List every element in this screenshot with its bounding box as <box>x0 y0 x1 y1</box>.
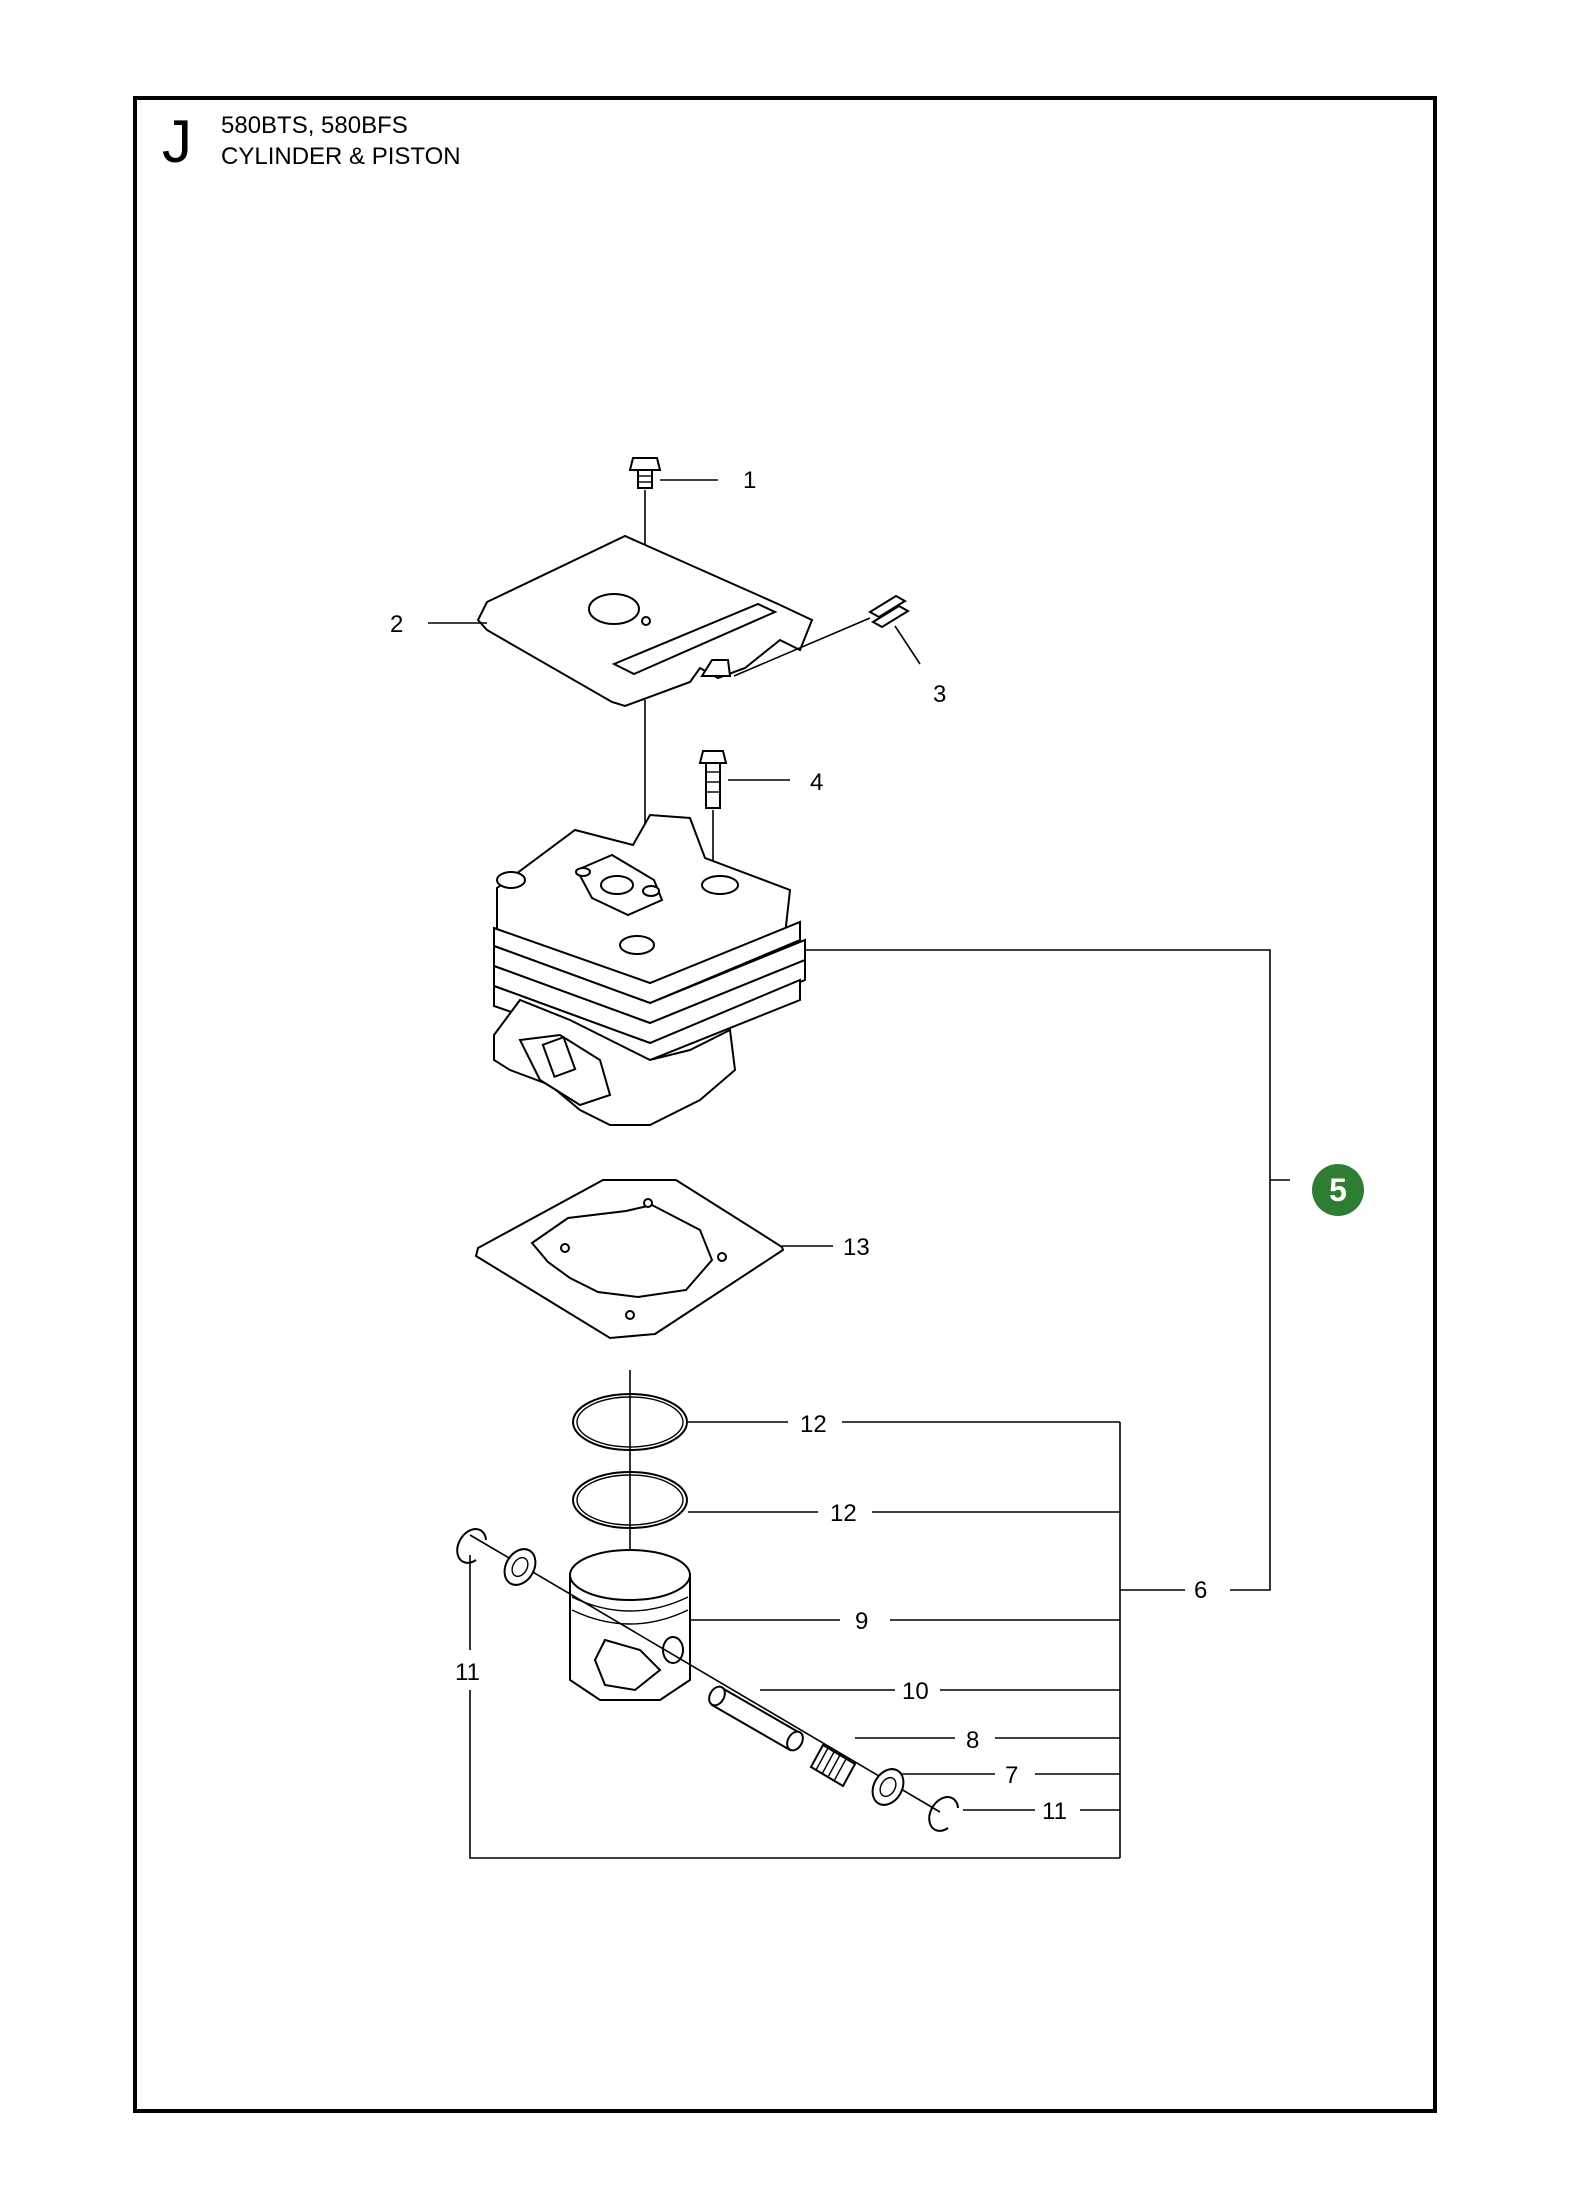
callout-10: 10 <box>902 1678 929 1705</box>
part-3-clip[interactable] <box>868 594 910 629</box>
leader-5-bottom <box>1230 1180 1271 1591</box>
callout-3: 3 <box>933 681 946 708</box>
page-title: CYLINDER & PISTON <box>221 143 461 170</box>
cylinder-assembly[interactable] <box>493 813 806 1126</box>
part-1-screw[interactable] <box>628 457 662 489</box>
callout-9: 9 <box>855 1608 868 1635</box>
part-7-washer-left[interactable] <box>498 1544 541 1591</box>
callout-7: 7 <box>1005 1762 1018 1789</box>
callout-5-badge: 5 <box>1312 1164 1364 1216</box>
leader-3-axis <box>733 617 871 677</box>
pin-axis <box>469 1534 941 1813</box>
callout-1: 1 <box>743 467 756 494</box>
part-2-heat-shield[interactable] <box>476 534 814 708</box>
callout-2: 2 <box>390 611 403 638</box>
leader-5-top <box>805 949 1290 1181</box>
callout-8: 8 <box>966 1727 979 1754</box>
leader-11a-lower <box>469 1690 1120 1859</box>
page-frame <box>133 96 1437 2113</box>
part-12-piston-ring-upper[interactable] <box>572 1393 688 1451</box>
callout-6: 6 <box>1194 1577 1207 1604</box>
part-11-circlip-right[interactable] <box>928 1796 959 1832</box>
callout-12-lower: 12 <box>830 1500 857 1527</box>
callout-11-left: 11 <box>455 1659 480 1686</box>
callout-11-right: 11 <box>1042 1798 1067 1825</box>
leader-3 <box>894 625 921 665</box>
model-numbers: 580BTS, 580BFS <box>221 112 408 139</box>
callout-13: 13 <box>843 1234 870 1261</box>
part-11-circlip-left[interactable] <box>456 1528 487 1564</box>
part-10-piston-pin[interactable] <box>706 1684 806 1753</box>
callout-5: 5 <box>1329 1172 1347 1208</box>
badge-circle <box>1312 1164 1364 1216</box>
part-8-needle-bearing[interactable] <box>809 1743 857 1788</box>
callout-12-upper: 12 <box>800 1411 827 1438</box>
part-9-piston[interactable] <box>569 1549 691 1701</box>
part-7-washer-right[interactable] <box>866 1764 909 1811</box>
section-letter: J <box>162 108 192 175</box>
part-4-bolt[interactable] <box>698 750 728 809</box>
part-12-piston-ring-lower[interactable] <box>572 1471 688 1529</box>
callout-4: 4 <box>810 769 823 796</box>
part-13-cylinder-gasket[interactable] <box>474 1179 785 1340</box>
